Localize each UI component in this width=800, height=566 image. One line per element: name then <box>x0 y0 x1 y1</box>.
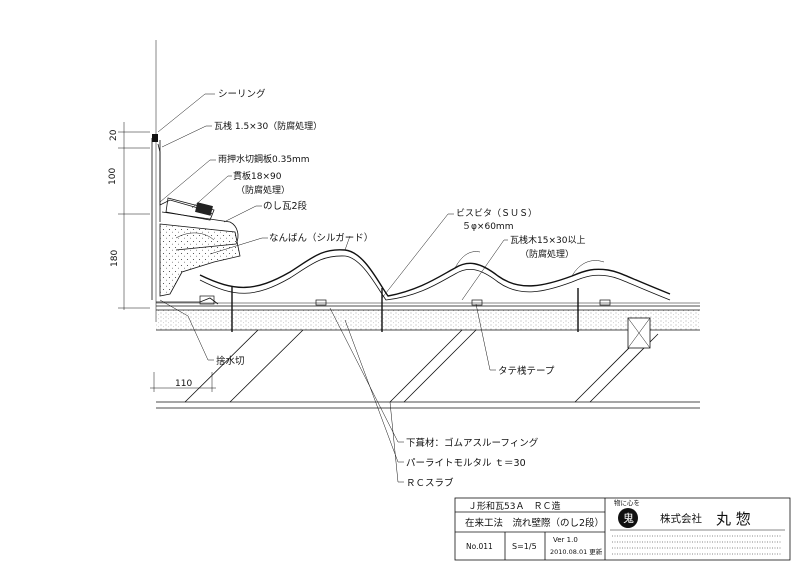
nanban-mortar <box>159 223 241 297</box>
title-date: 2010.08.01 更新 <box>550 547 603 556</box>
dim-100: 100 <box>108 168 118 185</box>
label-slab: ＲＣスラブ <box>406 477 454 489</box>
title-number: No.011 <box>466 542 493 551</box>
rc-slab <box>156 329 700 409</box>
company-name: 丸 惣 <box>716 510 751 528</box>
label-flashing: 雨押水切鋼板0.35mm <box>218 153 310 165</box>
label-mortar: パーライトモルタル ｔ＝30 <box>406 458 526 469</box>
label-noshi: のし瓦2段 <box>263 200 308 212</box>
mortar-layer <box>156 309 700 349</box>
label-bis-1: ビスビタ（ＳＵＳ） <box>456 208 537 219</box>
title-scale: S=1/5 <box>512 542 537 551</box>
label-under: 下葺材：ゴムアスルーフィング <box>406 437 539 449</box>
label-bis-2: ５φ×60mm <box>462 222 513 232</box>
label-batten-2: （防腐処理） <box>520 248 574 260</box>
label-nuki-2: （防腐処理） <box>236 184 290 196</box>
label-batten-top: 瓦桟 1.5×30（防腐処理） <box>214 120 322 132</box>
leader-lines <box>157 93 508 483</box>
company-address-lines <box>612 535 782 555</box>
label-sealing: シーリング <box>218 88 266 100</box>
screws <box>231 286 579 332</box>
label-batten-1: 瓦桟木15×30以上 <box>510 234 585 246</box>
label-nuki-1: 貫板18×90 <box>233 170 282 182</box>
noshi-tiles <box>161 197 239 251</box>
title-method: 在来工法 流れ壁際（のし2段） <box>465 517 604 529</box>
underlayment <box>156 302 700 307</box>
dim-20: 20 <box>109 129 119 141</box>
company-motto: 物に心を <box>614 498 640 507</box>
company-label: 株式会社 <box>660 512 702 525</box>
dimension-lines <box>118 122 216 392</box>
battens <box>199 295 611 306</box>
title-version: Ver 1.0 <box>553 536 578 544</box>
roof-tiles <box>199 235 671 301</box>
title-block: 鬼 <box>454 497 791 561</box>
dim-110: 110 <box>175 379 192 389</box>
label-drip: 捨水切 <box>216 355 245 367</box>
dim-180: 180 <box>110 250 120 267</box>
label-nanban: なんばん（シルガード） <box>269 232 373 244</box>
logo-char: 鬼 <box>623 511 634 525</box>
drip-flashing <box>156 297 219 305</box>
label-tate: タテ桟テープ <box>498 365 555 377</box>
title-product: Ｊ形和瓦53Ａ ＲＣ造 <box>468 500 560 512</box>
